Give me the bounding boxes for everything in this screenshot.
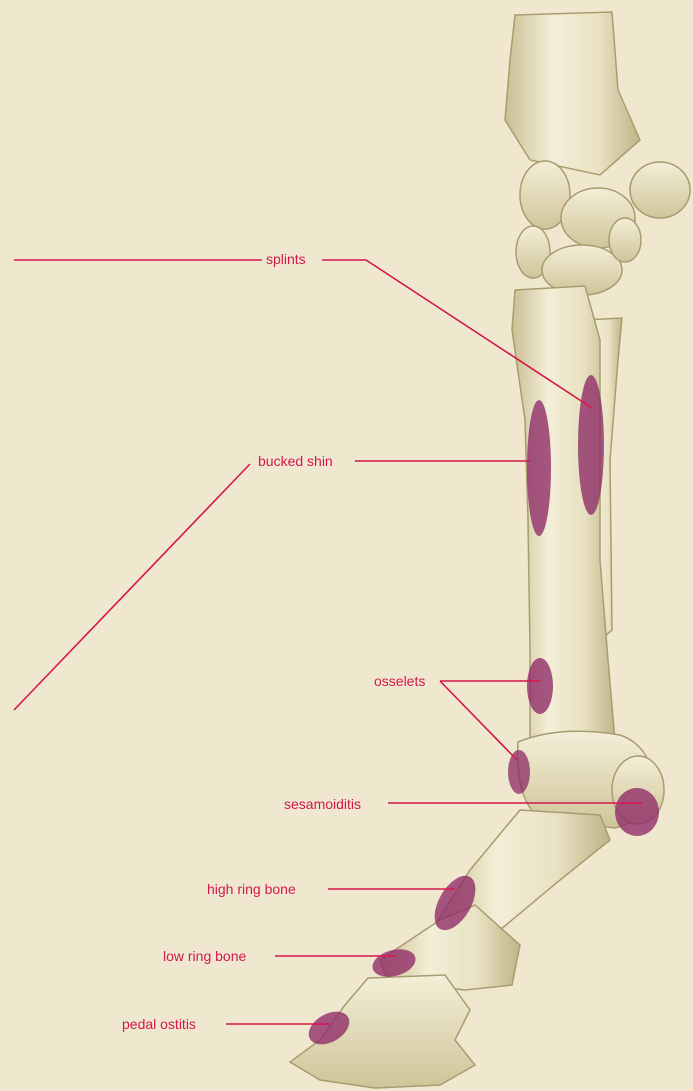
lesion-bucked-shin [527, 400, 551, 536]
label-osselets: osselets [374, 673, 425, 689]
leader-bucked-shin-diagonal [14, 464, 250, 710]
label-low-ring-bone: low ring bone [163, 948, 246, 964]
label-pedal-ostitis: pedal ostitis [122, 1016, 196, 1032]
radius-bone [505, 12, 640, 175]
lesion-osselets-upper [527, 658, 553, 714]
carpal-bones [516, 161, 641, 295]
lesion-osselets-lower [508, 750, 530, 794]
lesion-sesamoiditis [615, 788, 659, 836]
label-splints: splints [266, 251, 306, 267]
label-high-ring-bone: high ring bone [207, 881, 296, 897]
label-bucked-shin: bucked shin [258, 453, 333, 469]
accessory-carpal-bone [630, 162, 690, 218]
lesion-splints [578, 375, 604, 515]
leader-osselets-lower [440, 681, 517, 760]
label-sesamoiditis: sesamoiditis [284, 796, 361, 812]
